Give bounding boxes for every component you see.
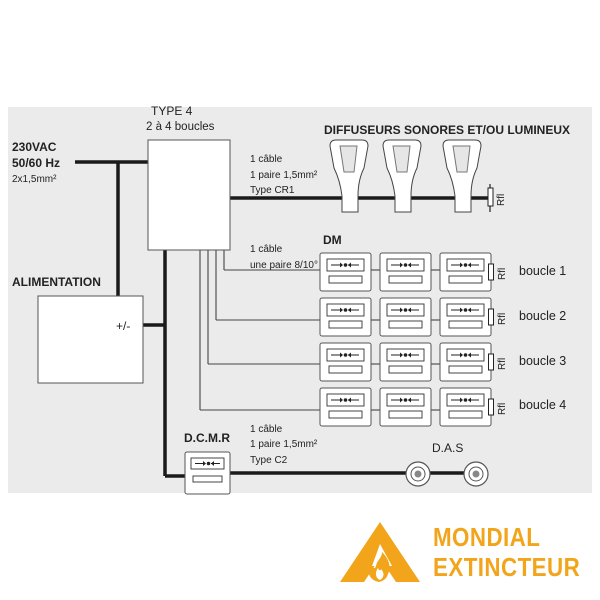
rfl-label: Rfl xyxy=(496,194,507,206)
brand-line-2: EXTINCTEUR xyxy=(433,552,581,582)
call-point-icon xyxy=(439,387,492,427)
cable1-line1: 1 câble xyxy=(250,154,283,165)
loop-1-label: boucle 1 xyxy=(519,264,566,278)
call-point-icon xyxy=(439,342,492,382)
call-point-icon xyxy=(319,252,372,292)
call-point-icon xyxy=(319,297,372,337)
das-label: D.A.S xyxy=(432,441,463,455)
rfl-label: Rfl xyxy=(497,403,508,415)
end-of-line-resistor xyxy=(488,398,494,416)
loop-4-label: boucle 4 xyxy=(519,398,566,412)
cable-section-label: 2x1,5mm² xyxy=(12,174,57,185)
call-point-icon xyxy=(319,342,372,382)
dcmr-call-point xyxy=(184,451,231,495)
call-point-icon xyxy=(439,297,492,337)
sounder-group xyxy=(329,139,482,213)
call-point-icon xyxy=(379,342,432,382)
panel-type-label: TYPE 4 xyxy=(151,104,193,118)
end-of-line-resistor xyxy=(487,187,494,207)
diffusers-title: DIFFUSEURS SONORES ET/OU LUMINEUX xyxy=(324,123,570,137)
loop-wiring xyxy=(199,250,440,411)
cable1-line3: Type CR1 xyxy=(250,185,295,196)
control-panel-box xyxy=(147,139,231,251)
end-of-line-resistor xyxy=(488,263,494,281)
cable1-line2: 1 paire 1,5mm² xyxy=(250,170,318,181)
dcmr-label: D.C.M.R xyxy=(184,431,230,445)
loop-2-label: boucle 2 xyxy=(519,309,566,323)
power-supply-box xyxy=(37,295,144,384)
rfl-label: Rfl xyxy=(497,358,508,370)
das-device xyxy=(405,461,431,487)
frequency-label: 50/60 Hz xyxy=(12,156,60,170)
call-point-icon xyxy=(319,387,372,427)
end-of-line-resistor xyxy=(488,353,494,371)
rfl-label: Rfl xyxy=(497,313,508,325)
end-of-line-resistor xyxy=(488,308,494,326)
dm-label: DM xyxy=(323,233,342,247)
sounder-icon xyxy=(442,139,482,213)
brand-logo: MONDIAL EXTINCTEUR xyxy=(338,520,600,590)
cable2-line2: une paire 8/10° xyxy=(250,260,318,271)
polarity-label: +/- xyxy=(116,319,130,333)
cable3-line3: Type C2 xyxy=(250,455,288,466)
voltage-label: 230VAC xyxy=(12,140,57,154)
loop-3-label: boucle 3 xyxy=(519,354,566,368)
rfl-label: Rfl xyxy=(497,268,508,280)
brand-name: MONDIAL EXTINCTEUR xyxy=(433,522,580,582)
call-point-icon xyxy=(379,252,432,292)
flame-icon xyxy=(340,522,420,582)
das-device xyxy=(463,461,489,487)
sounder-icon xyxy=(382,139,422,213)
call-point-icon xyxy=(379,387,432,427)
cable2-line1: 1 câble xyxy=(250,244,283,255)
sounder-icon xyxy=(329,139,369,213)
cable3-line2: 1 paire 1,5mm² xyxy=(250,439,318,450)
alimentation-label: ALIMENTATION xyxy=(12,275,101,289)
call-point-icon xyxy=(379,297,432,337)
call-point-icon xyxy=(439,252,492,292)
panel-loops-label: 2 à 4 boucles xyxy=(146,121,215,133)
cable3-line1: 1 câble xyxy=(250,424,283,435)
brand-line-1: MONDIAL xyxy=(433,522,541,552)
